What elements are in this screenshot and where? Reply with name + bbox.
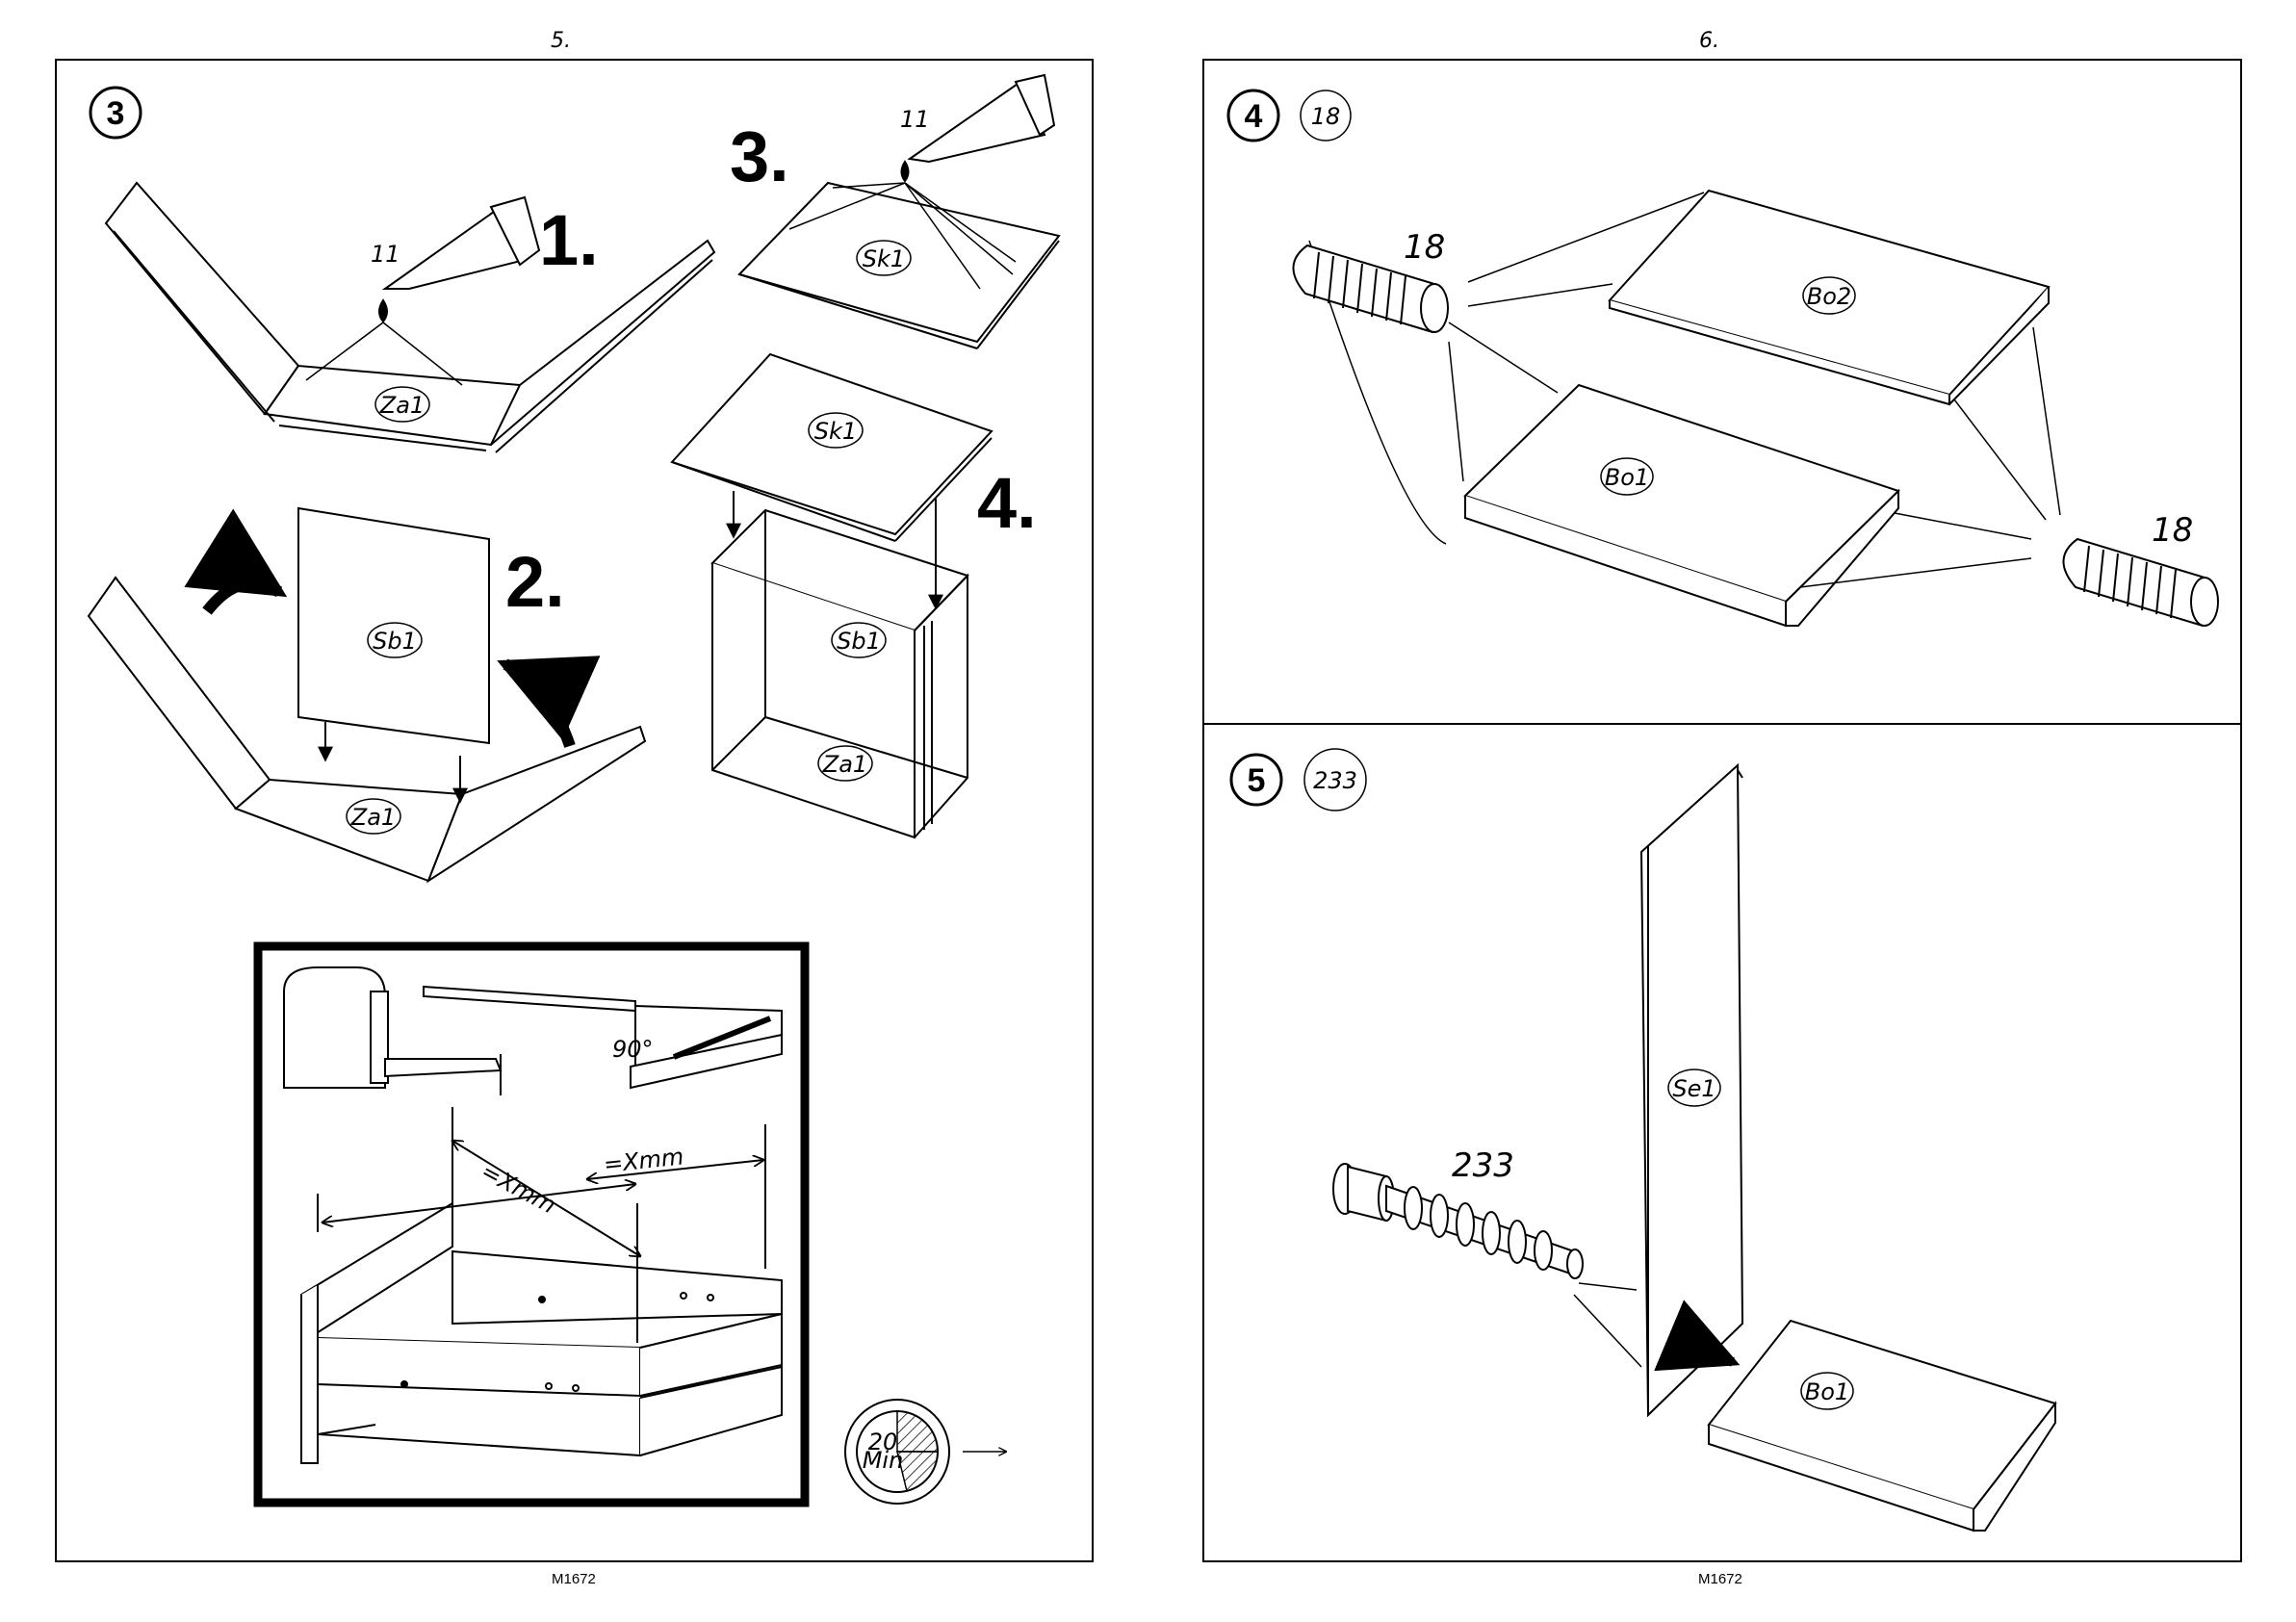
footer-code-left: M1672 [552,1571,596,1587]
step-4-badge: 4 [1228,90,1278,141]
step-5-number: 5 [1248,762,1266,799]
part-bo1-label-2: Bo1 [1805,1378,1849,1405]
substep-3-label: 3. [730,116,789,196]
part-sb1-label-2: Sb1 [837,628,881,655]
part-bo2-label: Bo2 [1807,283,1851,310]
glue-tube-icon [385,197,539,289]
part-za1-label-3: Za1 [822,751,867,778]
step-3-badge: 3 [90,88,141,138]
step-5-qty: 233 [1313,767,1357,794]
part-bo1-label: Bo1 [1605,464,1649,491]
part-se1-label: Se1 [1672,1075,1716,1102]
part-sk1-label-2: Sk1 [814,418,857,445]
step-5-badge: 5 [1231,755,1281,805]
rotate-arrow-right-icon [505,664,570,746]
step-5-drawing [1574,765,2055,1531]
substep-2-label: 2. [505,542,565,622]
dowel-qty-label-2: 18 [2152,511,2193,550]
wood-dowel-icon-2 [2063,539,2218,626]
step-5-qty-badge: 233 [1304,749,1366,811]
part-sb1-label: Sb1 [373,628,417,655]
substep-4-label: 4. [977,463,1037,543]
part-za1-label: Za1 [379,392,425,419]
timer-unit: Min [863,1447,904,1474]
dowel-qty-label: 18 [1404,228,1445,267]
step-3-number: 3 [107,95,125,132]
step-4-number: 4 [1245,98,1263,135]
angle-label: 90° [612,1036,654,1063]
glue-quantity: 11 [371,241,400,268]
glue-tube-icon-2 [910,75,1054,162]
part-za1-label-2: Za1 [350,804,396,831]
glue-quantity-top: 11 [900,106,930,133]
rotate-arrow-left-icon [207,583,279,611]
step-4-qty: 18 [1311,103,1341,130]
fitting-qty-label: 233 [1452,1146,1514,1185]
substep-1-label: 1. [539,200,599,280]
footer-code-right: M1672 [1698,1571,1742,1587]
glue-drop-icon [379,300,387,322]
part-sk1-label: Sk1 [863,245,905,272]
step-4-qty-badge: 18 [1301,90,1351,141]
